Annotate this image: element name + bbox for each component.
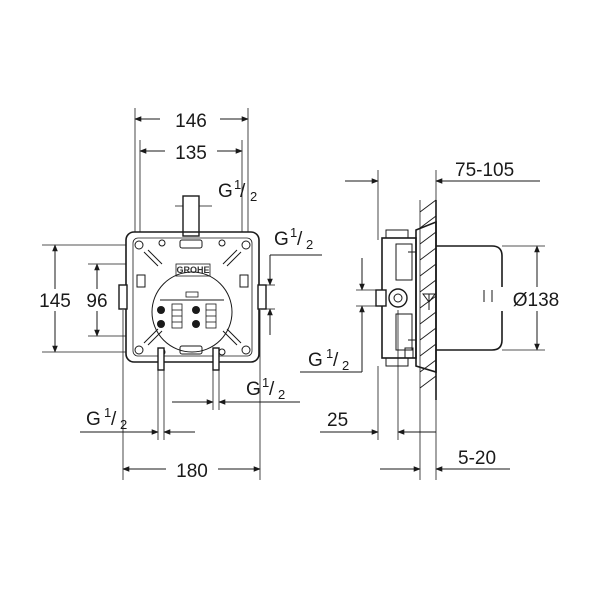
thread-side-g: G (308, 350, 323, 371)
svg-text:/: / (269, 379, 275, 400)
svg-text:/: / (240, 181, 246, 202)
dim-146: 146 (175, 111, 207, 132)
thread-right-g: G (274, 229, 289, 250)
dim-135: 135 (175, 143, 207, 164)
thread-bottom-right-den: 2 (278, 387, 285, 402)
thread-bottom-left-den: 2 (120, 417, 127, 432)
svg-text:/: / (297, 229, 303, 250)
label-graphics (157, 291, 224, 329)
svg-text:/: / (111, 409, 117, 430)
thread-bottom-left-g: G (86, 409, 101, 430)
svg-text:/: / (333, 350, 339, 371)
dim-180: 180 (176, 461, 208, 482)
front-view: 146 135 G 1 / 2 (36, 106, 322, 482)
grohe-logo: GROHE (176, 265, 209, 275)
thread-top-den: 2 (250, 189, 257, 204)
dim-diameter: Ø138 (513, 290, 559, 311)
center-disc (151, 271, 233, 353)
thread-side-den: 2 (342, 358, 349, 373)
thread-top-num: 1 (234, 177, 241, 192)
thread-bottom-right-g: G (246, 379, 261, 400)
thread-side-num: 1 (326, 346, 333, 361)
mounting-lugs (134, 239, 251, 356)
side-view: Ø138 75-105 G 1 / 2 25 5-20 (300, 160, 572, 480)
thread-bottom-right-num: 1 (262, 375, 269, 390)
thread-bottom-left-num: 1 (104, 405, 111, 420)
dim-5-20: 5-20 (458, 448, 496, 469)
thread-top-g: G (218, 181, 233, 202)
dim-25: 25 (327, 410, 348, 431)
dim-75-105: 75-105 (455, 160, 514, 181)
thread-right-num: 1 (290, 225, 297, 240)
thread-right-den: 2 (306, 237, 313, 252)
dim-96: 96 (86, 291, 107, 312)
dim-145: 145 (39, 291, 71, 312)
side-port (388, 288, 408, 308)
wall-hatching (419, 199, 437, 389)
